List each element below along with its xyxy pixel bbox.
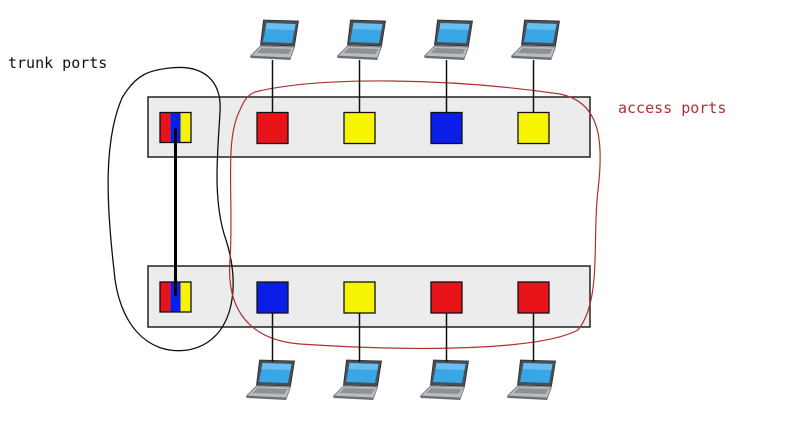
switches <box>147 96 591 328</box>
bottom-switch-access-port-3 <box>430 281 463 314</box>
laptop-edge <box>333 396 374 400</box>
bottom-switch-access-port-2 <box>343 281 376 314</box>
laptop-screen-glare <box>348 363 379 370</box>
access-ports-outline <box>228 80 601 349</box>
laptop-icon <box>336 19 386 60</box>
laptop-keyboard <box>513 388 549 394</box>
trunk-stripe-blue <box>170 282 181 312</box>
laptop-edge <box>250 56 291 60</box>
laptop-keyboard <box>252 388 288 394</box>
laptop-edge <box>246 396 287 400</box>
laptop-edge <box>507 396 548 400</box>
bottom-switch-access-port-4 <box>517 281 550 314</box>
trunk-stripe-yellow <box>180 112 191 143</box>
top-switch-access-port-3 <box>430 111 463 145</box>
laptop-screen-glare <box>352 23 383 30</box>
laptop-icon <box>419 359 469 400</box>
trunk-stripe-red <box>160 112 171 143</box>
laptops <box>245 19 560 400</box>
trunk-stripe-yellow <box>180 282 191 312</box>
laptop-keyboard <box>426 388 462 394</box>
laptop-edge <box>424 56 465 60</box>
laptop-icon <box>249 19 299 60</box>
laptop-keyboard <box>256 48 292 54</box>
laptop-screen-glare <box>265 23 296 30</box>
top-switch-access-port-2 <box>343 111 376 145</box>
trunk-ports-label: trunk ports <box>8 54 108 72</box>
laptop-screen-glare <box>522 363 553 370</box>
laptop-edge <box>420 396 461 400</box>
access-ports-label: access ports <box>618 99 727 117</box>
laptop-keyboard <box>339 388 375 394</box>
laptop-edge <box>511 56 552 60</box>
laptop-screen-glare <box>526 23 557 30</box>
connections <box>174 60 535 362</box>
laptop-keyboard <box>517 48 553 54</box>
laptop-icon <box>423 19 473 60</box>
laptop-screen-glare <box>261 363 292 370</box>
laptop-icon <box>510 19 560 60</box>
outlines <box>107 66 601 352</box>
top-switch-access-port-1 <box>256 111 289 145</box>
trunk-ports-outline <box>107 66 234 352</box>
top-switch-access-port-4 <box>517 111 550 145</box>
trunk-stripe-blue <box>170 112 181 143</box>
laptop-keyboard <box>430 48 466 54</box>
bottom-switch-access-port-1 <box>256 281 289 314</box>
laptop-icon <box>332 359 382 400</box>
laptop-icon <box>245 359 295 400</box>
laptop-edge <box>337 56 378 60</box>
trunk-stripe-red <box>160 282 171 312</box>
laptop-keyboard <box>343 48 379 54</box>
laptop-screen-glare <box>439 23 470 30</box>
laptop-icon <box>506 359 556 400</box>
laptop-screen-glare <box>435 363 466 370</box>
